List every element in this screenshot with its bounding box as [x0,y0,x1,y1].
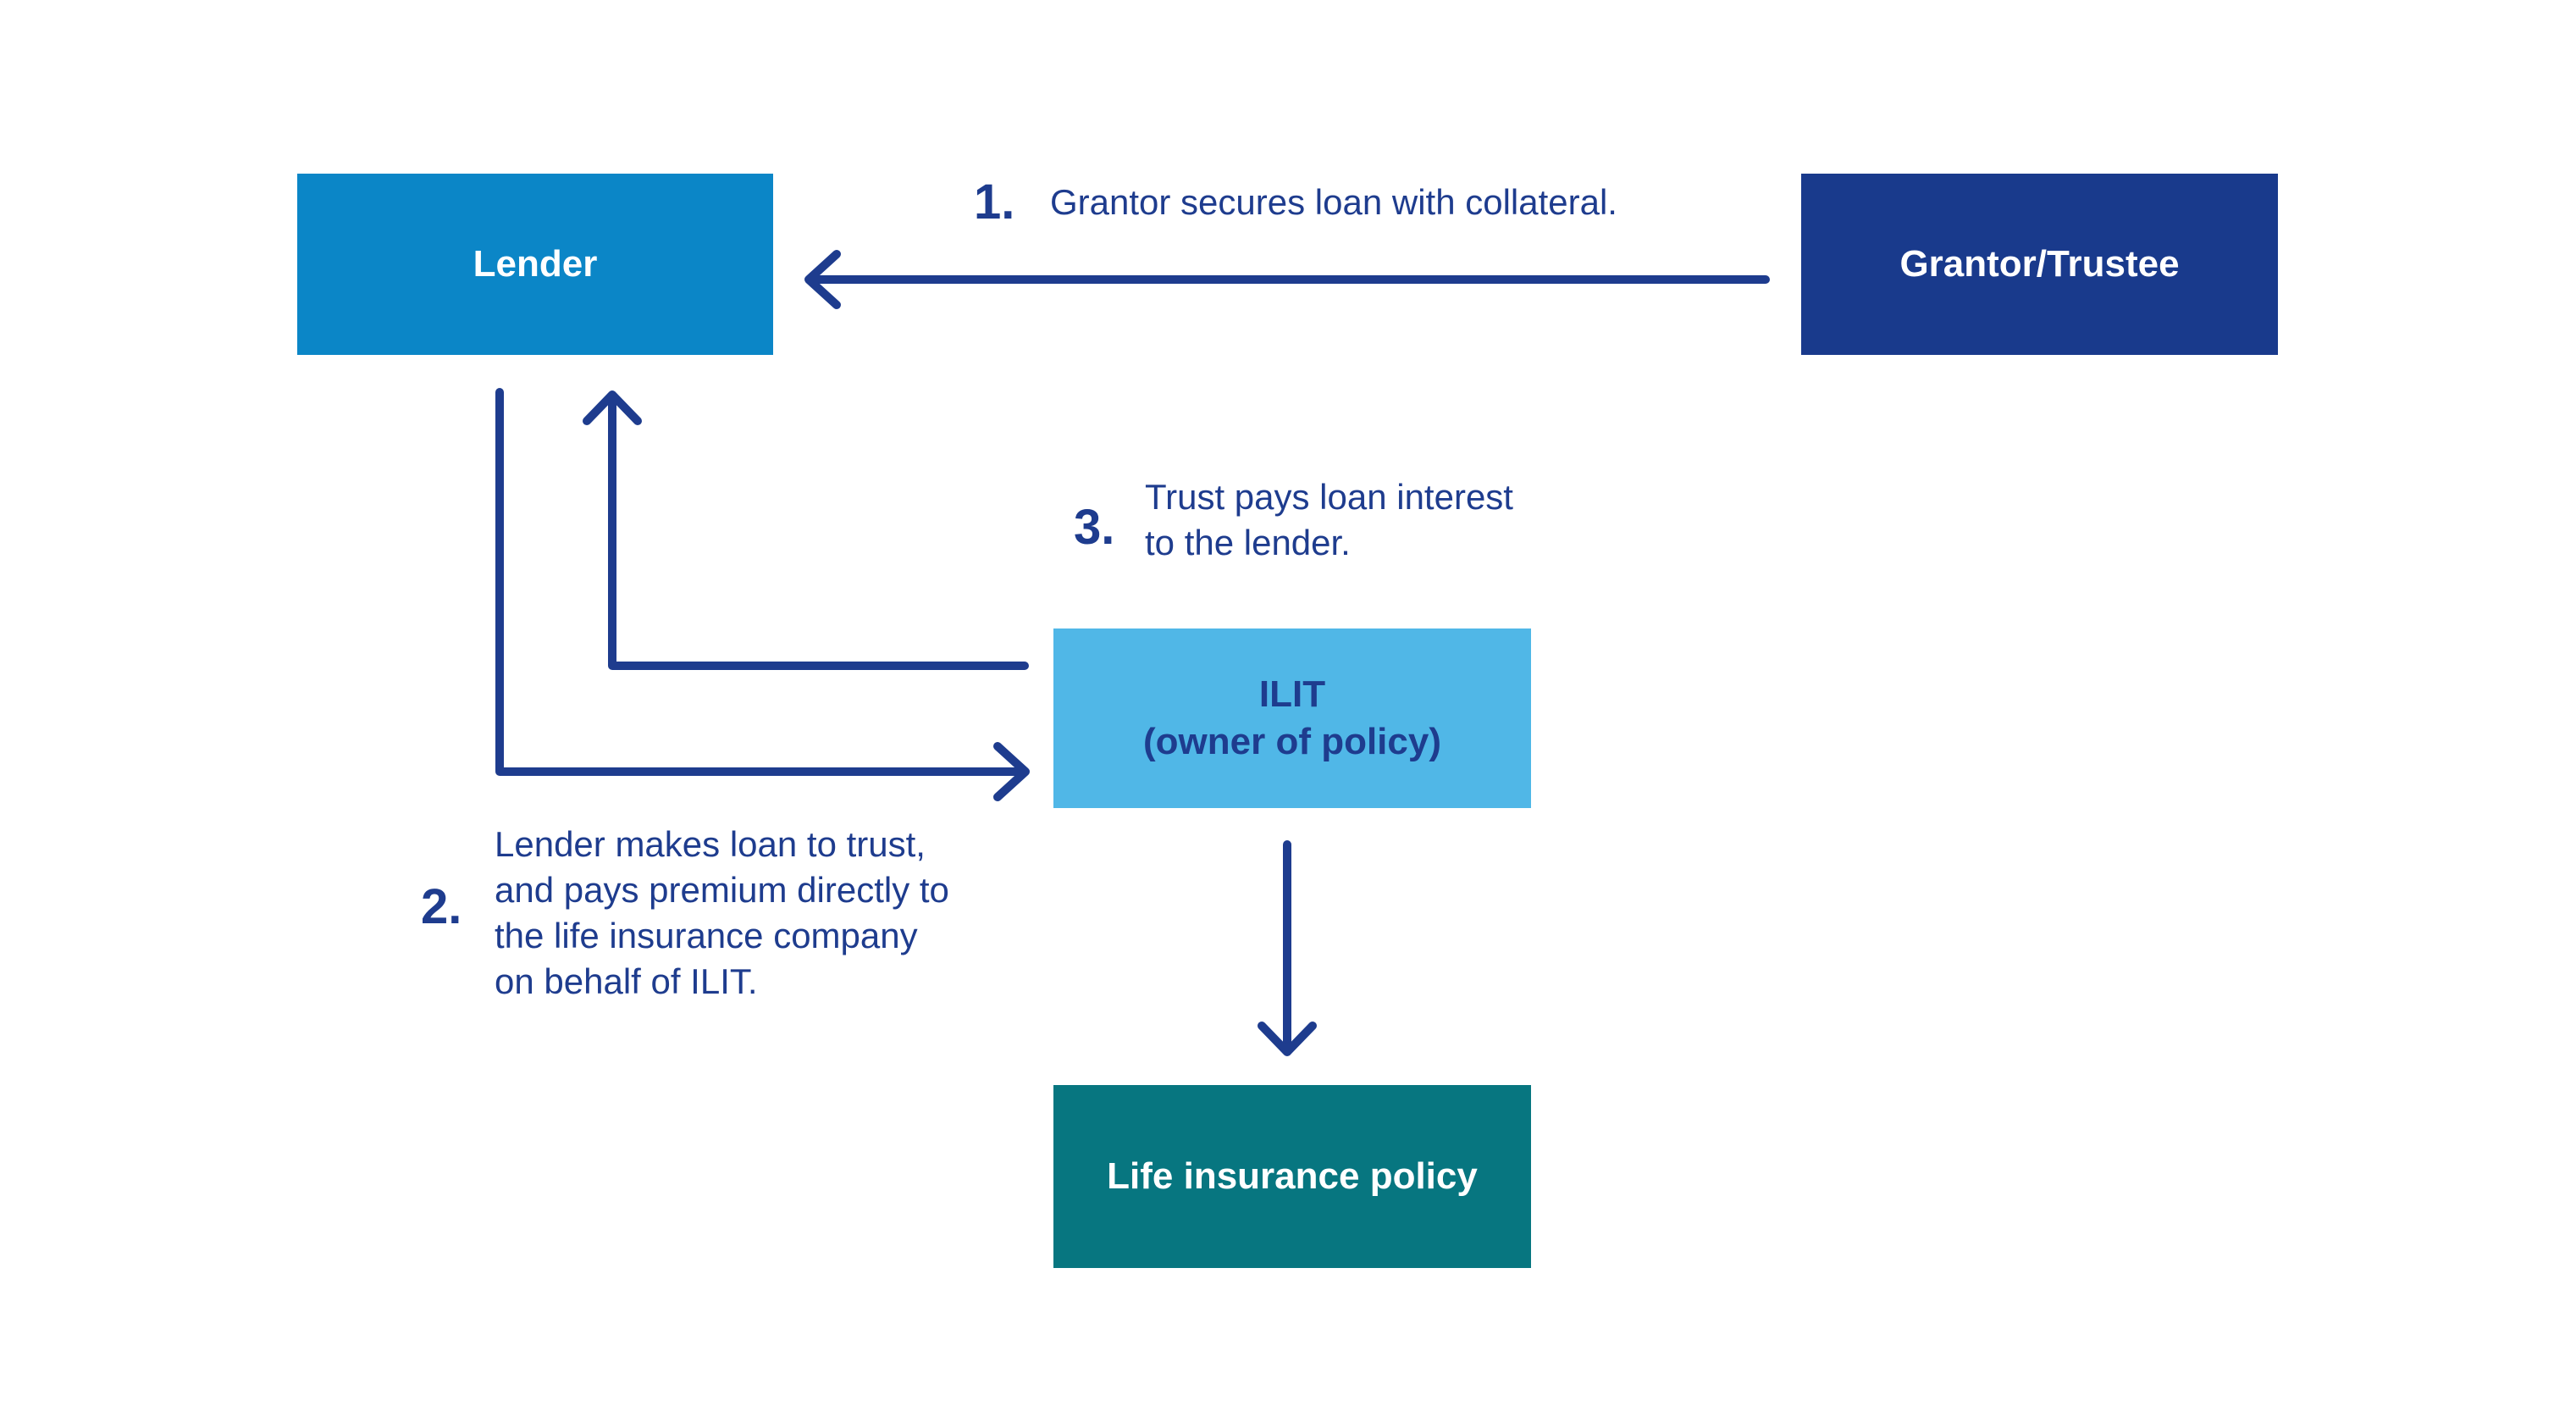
node-ilit: ILIT (owner of policy) [1053,628,1531,808]
node-grantor-trustee-label: Grantor/Trustee [1899,243,2180,285]
step-3-number: 3. [1074,500,1115,555]
node-ilit-label-line2: (owner of policy) [1143,721,1441,762]
arrow-ilit-to-policy-icon [1258,840,1317,1056]
node-life-insurance-policy-label: Life insurance policy [1107,1155,1478,1197]
arrow-grantor-to-lender-icon [804,250,1770,309]
node-lender-label: Lender [473,243,598,285]
node-lender: Lender [297,174,773,355]
step-1-number: 1. [974,174,1015,230]
arrow-lender-to-ilit-icon [495,388,1030,801]
step-2-number: 2. [421,879,462,934]
arrow-ilit-to-lender-icon [583,390,1029,670]
step-2-text: Lender makes loan to trust, and pays pre… [495,824,949,1001]
step-3-text: Trust pays loan interest to the lender. [1145,477,1513,562]
step-1-text: Grantor secures loan with collateral. [1050,182,1617,222]
node-life-insurance-policy: Life insurance policy [1053,1085,1531,1268]
node-grantor-trustee: Grantor/Trustee [1801,174,2278,355]
node-ilit-label-line1: ILIT [1258,673,1326,715]
